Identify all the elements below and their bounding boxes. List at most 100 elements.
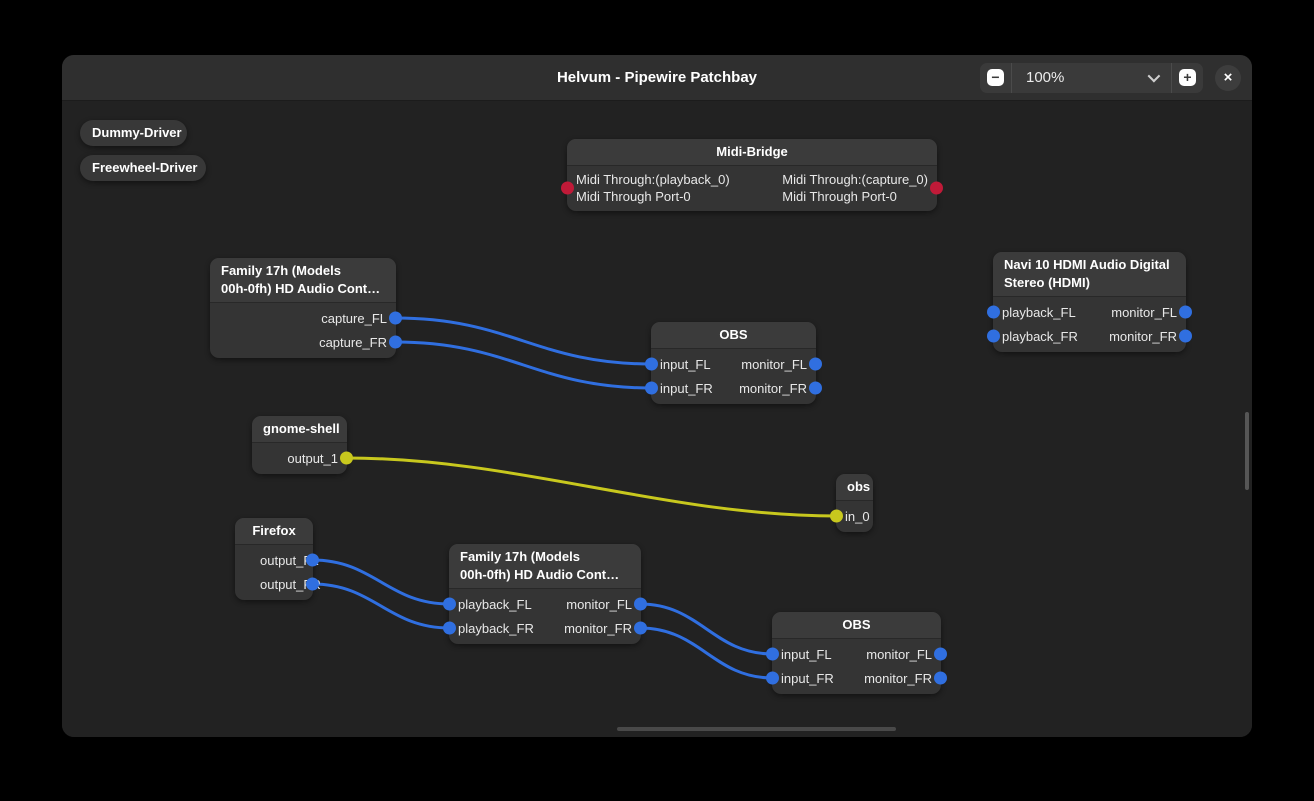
- port-dot[interactable]: [306, 577, 319, 591]
- port-label: monitor_FR: [1109, 328, 1177, 345]
- port-dot[interactable]: [389, 335, 402, 349]
- port-dot[interactable]: [443, 621, 456, 635]
- patch-cable[interactable]: [639, 602, 774, 656]
- zoom-out-icon: −: [987, 69, 1004, 86]
- patch-cable[interactable]: [394, 316, 653, 366]
- port-playback_FL: playback_FL: [1002, 304, 1076, 321]
- node-title-line: OBS: [719, 327, 748, 342]
- port-label: playback_FL: [458, 596, 532, 613]
- port-monitor_FL: monitor_FL: [741, 356, 807, 373]
- node-dummy-driver: Dummy-Driver: [80, 120, 187, 146]
- node-title[interactable]: Dummy-Driver: [80, 120, 187, 146]
- patch-cable[interactable]: [394, 340, 653, 390]
- headerbar[interactable]: Helvum - Pipewire Patchbay − 100% + ×: [62, 55, 1252, 101]
- port-label: input_FL: [660, 356, 711, 373]
- horizontal-scrollbar[interactable]: [617, 727, 896, 731]
- port-monitor_FR: monitor_FR: [864, 670, 932, 687]
- port-dot[interactable]: [634, 621, 647, 635]
- port-dot[interactable]: [1179, 305, 1192, 319]
- port-dot[interactable]: [561, 181, 574, 195]
- close-icon: ×: [1223, 68, 1233, 86]
- port-label-line: monitor_FR: [739, 380, 807, 396]
- port-label: playback_FL: [1002, 304, 1076, 321]
- chevron-down-icon: [1147, 69, 1161, 83]
- port-label-line: output_FR: [260, 576, 321, 592]
- port-dot[interactable]: [987, 329, 1000, 343]
- port-capture_0: Midi Through:(capture_0) Midi Through Por…: [782, 171, 928, 205]
- port-label-line: input_FR: [660, 380, 713, 396]
- port-output_1: output_1: [287, 450, 338, 467]
- zoom-level-dropdown[interactable]: 100%: [1012, 63, 1171, 93]
- node-title-line: Freewheel-Driver: [92, 160, 198, 175]
- port-label-line: playback_FL: [458, 596, 532, 612]
- patch-cable[interactable]: [311, 582, 451, 630]
- port-label-line: Midi Through:(playback_0): [576, 172, 730, 187]
- port-dot[interactable]: [809, 357, 822, 371]
- node-ports: in_0: [830, 501, 873, 532]
- zoom-out-button[interactable]: −: [980, 63, 1011, 93]
- port-label-line: playback_FR: [1002, 328, 1078, 344]
- port-monitor_FR: monitor_FR: [1109, 328, 1177, 345]
- port-dot[interactable]: [634, 597, 647, 611]
- port-label: monitor_FR: [864, 670, 932, 687]
- port-dot[interactable]: [809, 381, 822, 395]
- port-label-line: Midi Through:(capture_0): [782, 172, 928, 187]
- port-dot[interactable]: [934, 647, 947, 661]
- port-monitor_FR: monitor_FR: [739, 380, 807, 397]
- node-obs-small: obs in_0: [830, 474, 873, 532]
- port-label: in_0: [845, 508, 870, 525]
- port-label-line: output_1: [287, 450, 338, 466]
- port-dot[interactable]: [830, 509, 843, 523]
- port-label: input_FR: [660, 380, 713, 397]
- node-title[interactable]: obs: [836, 474, 873, 501]
- port-row: input_FL monitor_FL: [645, 352, 822, 376]
- port-dot[interactable]: [934, 671, 947, 685]
- port-dot[interactable]: [645, 381, 658, 395]
- vertical-scrollbar[interactable]: [1245, 412, 1249, 490]
- node-title-line: Family 17h (Models: [221, 263, 341, 278]
- node-ports: output_1: [252, 443, 353, 474]
- port-label-line: Midi Through Port-0: [782, 189, 897, 204]
- port-dot[interactable]: [766, 671, 779, 685]
- port-dot[interactable]: [389, 311, 402, 325]
- node-title[interactable]: Freewheel-Driver: [80, 155, 206, 181]
- port-dot[interactable]: [340, 451, 353, 465]
- port-row: capture_FR: [210, 330, 402, 354]
- port-dot[interactable]: [930, 181, 943, 195]
- node-title[interactable]: gnome-shell: [252, 416, 347, 443]
- patch-cable[interactable]: [311, 558, 451, 606]
- port-monitor_FL: monitor_FL: [866, 646, 932, 663]
- port-dot[interactable]: [645, 357, 658, 371]
- close-button[interactable]: ×: [1215, 64, 1241, 91]
- port-dot[interactable]: [987, 305, 1000, 319]
- node-firefox: Firefox output_FL output_FR: [235, 518, 321, 600]
- port-dot[interactable]: [443, 597, 456, 611]
- divider: [1011, 62, 1012, 93]
- zoom-in-button[interactable]: +: [1172, 63, 1203, 93]
- node-title[interactable]: Firefox: [235, 518, 313, 545]
- port-label: monitor_FR: [564, 620, 632, 637]
- port-monitor_FR: monitor_FR: [564, 620, 632, 637]
- node-title[interactable]: Midi-Bridge: [567, 139, 937, 166]
- port-label-line: monitor_FL: [866, 646, 932, 662]
- port-row: input_FR monitor_FR: [766, 666, 947, 690]
- patch-cable[interactable]: [345, 456, 838, 518]
- port-label-line: output_FL: [260, 552, 319, 568]
- node-title-line: Dummy-Driver: [92, 125, 182, 140]
- port-label: input_FR: [781, 670, 834, 687]
- node-title[interactable]: OBS: [651, 322, 816, 349]
- port-dot[interactable]: [306, 553, 319, 567]
- port-label: capture_FR: [319, 334, 387, 351]
- patch-cable[interactable]: [639, 626, 774, 680]
- port-playback_FR: playback_FR: [458, 620, 534, 637]
- node-title[interactable]: OBS: [772, 612, 941, 639]
- port-dot[interactable]: [766, 647, 779, 661]
- port-dot[interactable]: [1179, 329, 1192, 343]
- divider: [1171, 62, 1172, 93]
